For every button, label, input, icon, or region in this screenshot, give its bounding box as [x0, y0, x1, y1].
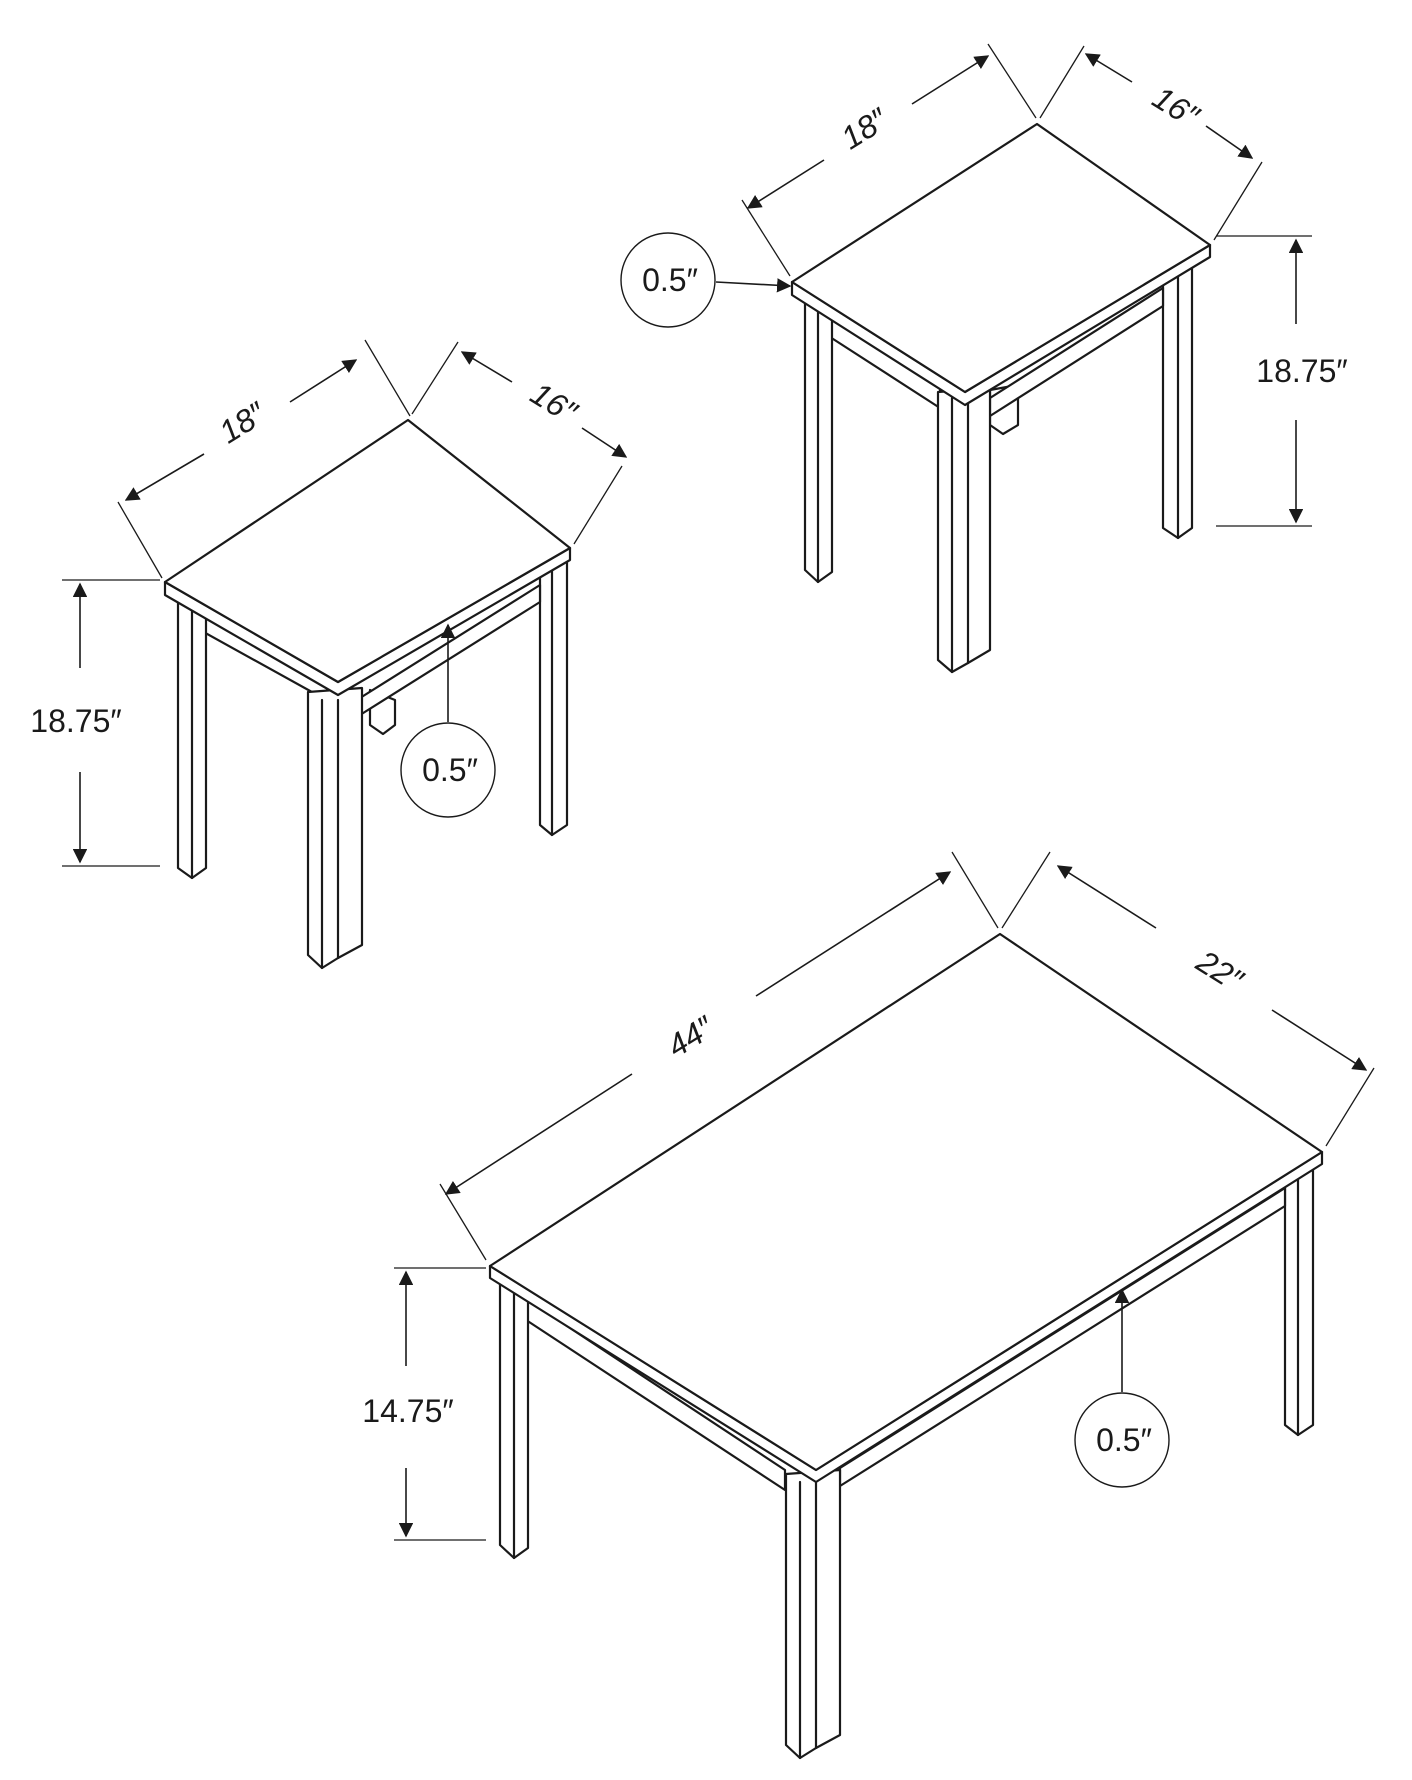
front-leg-corner — [306, 686, 364, 970]
end-table-right — [620, 43, 1312, 674]
front-leg-corner — [936, 386, 992, 674]
coffee-table — [394, 851, 1375, 1760]
t2-width-label: 16″ — [1146, 79, 1206, 135]
t3-thickness-label: 0.5″ — [1096, 1422, 1152, 1458]
t1-width-label: 16″ — [524, 375, 584, 431]
t1-length-label: 18″ — [213, 394, 273, 450]
t2-height-label: 18.75″ — [1256, 353, 1347, 389]
tabletop — [163, 418, 572, 684]
t2-length-label: 18″ — [835, 100, 895, 156]
t3-height-label: 14.75″ — [362, 1393, 453, 1429]
tabletop — [790, 122, 1212, 394]
t1-height-label: 18.75″ — [30, 703, 121, 739]
t3-length-label: 44″ — [661, 1008, 721, 1064]
t3-width-label: 22″ — [1190, 942, 1251, 999]
back-leg-right — [538, 548, 569, 837]
end-table-left — [62, 339, 628, 970]
front-leg-corner — [784, 1468, 842, 1760]
t1-thickness-label: 0.5″ — [422, 752, 478, 788]
tabletop — [488, 932, 1324, 1472]
t2-thickness-label: 0.5″ — [642, 262, 698, 298]
